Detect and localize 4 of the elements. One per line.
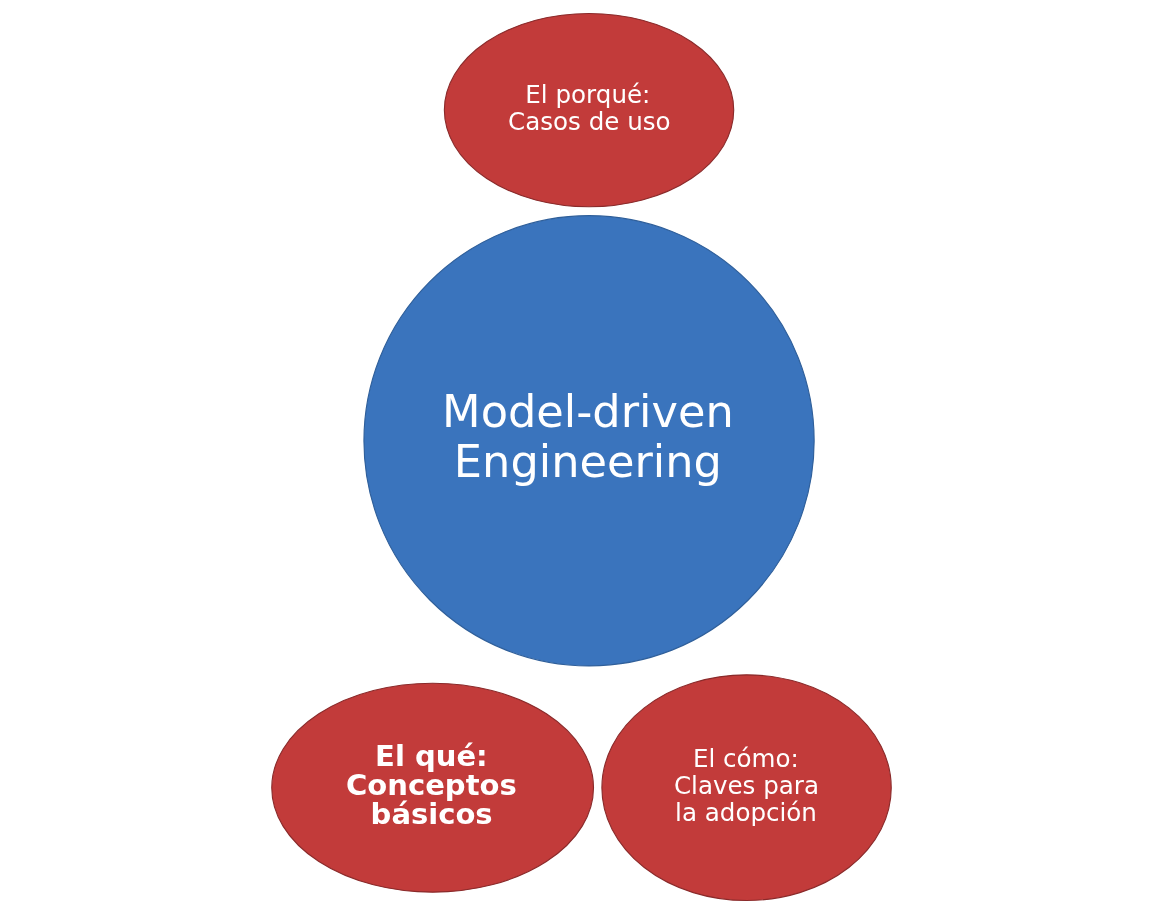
node-circle: Model-driven Engineering xyxy=(363,214,815,666)
node-ellipse: El cómo: Claves para la adopción xyxy=(601,673,892,901)
node-ellipse: El qué: Conceptos básicos xyxy=(271,682,595,893)
node-ellipse: El porqué: Casos de uso xyxy=(443,12,735,207)
